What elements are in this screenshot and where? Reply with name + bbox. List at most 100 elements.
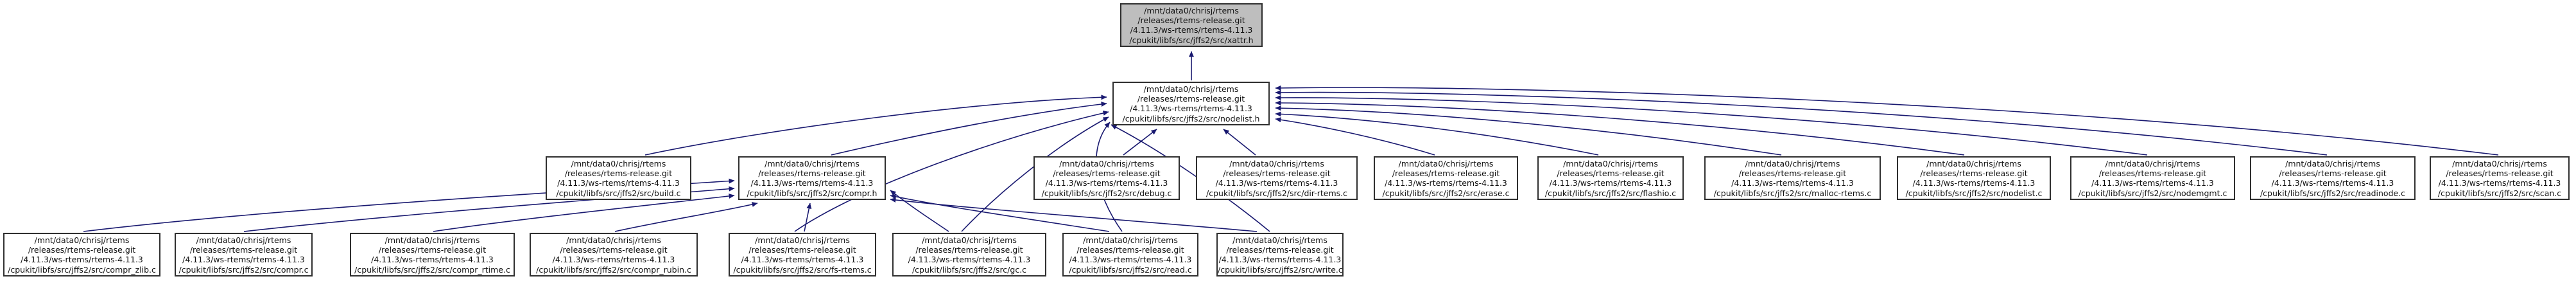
- node-path-line: /releases/rtems-release.git: [2279, 168, 2387, 179]
- node-path-line: /releases/rtems-release.git: [1137, 15, 1245, 26]
- node-path-line: /mnt/data0/chrisj/rtems: [1059, 159, 1154, 168]
- node-path-line: /mnt/data0/chrisj/rtems: [1083, 235, 1178, 245]
- node-file-line: /cpukit/libfs/src/jffs2/src/xattr.h: [1129, 35, 1254, 45]
- node-debug-c[interactable]: /mnt/data0/chrisj/rtems/releases/rtems-r…: [1033, 156, 1180, 200]
- node-dir-rtems-c[interactable]: /mnt/data0/chrisj/rtems/releases/rtems-r…: [1196, 156, 1358, 200]
- node-flashio-c[interactable]: /mnt/data0/chrisj/rtems/releases/rtems-r…: [1537, 156, 1684, 200]
- node-compr-c[interactable]: /mnt/data0/chrisj/rtems/releases/rtems-r…: [175, 233, 313, 276]
- node-write-c[interactable]: /mnt/data0/chrisj/rtems/releases/rtems-r…: [1216, 233, 1344, 276]
- node-file-line: /cpukit/libfs/src/jffs2/src/nodelist.c: [1905, 188, 2043, 198]
- node-build-c[interactable]: /mnt/data0/chrisj/rtems/releases/rtems-r…: [546, 156, 691, 200]
- node-path-line: /4.11.3/ws-rtems/rtems-4.11.3: [1069, 255, 1192, 265]
- node-path-line: /4.11.3/ws-rtems/rtems-4.11.3: [1549, 178, 1672, 188]
- node-path-line: /releases/rtems-release.git: [1223, 168, 1331, 179]
- node-path-line: /mnt/data0/chrisj/rtems: [1745, 159, 1840, 168]
- node-path-line: /4.11.3/ws-rtems/rtems-4.11.3: [1912, 178, 2036, 188]
- node-path-line: /4.11.3/ws-rtems/rtems-4.11.3: [371, 255, 494, 265]
- edge-gc-c-to-nodelist-h: [961, 116, 1109, 232]
- node-file-line: /cpukit/libfs/src/jffs2/src/write.c: [1218, 264, 1343, 275]
- node-path-line: /mnt/data0/chrisj/rtems: [566, 235, 661, 245]
- node-path-line: /4.11.3/ws-rtems/rtems-4.11.3: [741, 255, 864, 265]
- node-path-line: /releases/rtems-release.git: [189, 245, 298, 255]
- node-nodemgmt-c[interactable]: /mnt/data0/chrisj/rtems/releases/rtems-r…: [2070, 156, 2235, 200]
- node-path-line: /4.11.3/ws-rtems/rtems-4.11.3: [2091, 178, 2214, 188]
- edge-build-c-to-nodelist-h: [644, 95, 1107, 156]
- edge-fs-rtems-c-to-compr-h: [804, 203, 812, 232]
- node-path-line: /releases/rtems-release.git: [1738, 168, 1847, 179]
- node-compr-zlib-c[interactable]: /mnt/data0/chrisj/rtems/releases/rtems-r…: [3, 233, 160, 276]
- edge-fs-rtems-c-to-nodelist-h: [794, 110, 1109, 232]
- node-nodelist-h[interactable]: /mnt/data0/chrisj/rtems/releases/rtems-r…: [1112, 82, 1270, 125]
- node-file-line: /cpukit/libfs/src/jffs2/src/readinode.c: [2260, 188, 2406, 198]
- node-path-line: /mnt/data0/chrisj/rtems: [1144, 6, 1239, 15]
- node-path-line: /releases/rtems-release.git: [378, 245, 487, 255]
- node-erase-c[interactable]: /mnt/data0/chrisj/rtems/releases/rtems-r…: [1374, 156, 1518, 200]
- node-path-line: /mnt/data0/chrisj/rtems: [1563, 159, 1658, 168]
- node-malloc-rtems-c[interactable]: /mnt/data0/chrisj/rtems/releases/rtems-r…: [1704, 156, 1881, 200]
- node-path-line: /mnt/data0/chrisj/rtems: [2105, 159, 2200, 168]
- node-path-line: /releases/rtems-release.git: [1076, 245, 1184, 255]
- node-nodelist-c[interactable]: /mnt/data0/chrisj/rtems/releases/rtems-r…: [1897, 156, 2051, 200]
- node-path-line: /mnt/data0/chrisj/rtems: [755, 235, 850, 245]
- edge-readinode-c-to-nodelist-h: [1275, 89, 2328, 156]
- edge-gc-c-to-compr-h: [890, 190, 949, 232]
- node-path-line: /4.11.3/ws-rtems/rtems-4.11.3: [1215, 178, 1338, 188]
- node-path-line: /releases/rtems-release.git: [1920, 168, 2028, 179]
- node-path-line: /mnt/data0/chrisj/rtems: [1143, 84, 1239, 94]
- node-path-line: /4.11.3/ws-rtems/rtems-4.11.3: [1218, 255, 1342, 265]
- node-file-line: /cpukit/libfs/src/jffs2/src/scan.c: [2437, 188, 2562, 198]
- edge-debug-c-to-nodelist-h: [1123, 129, 1157, 156]
- node-path-line: /4.11.3/ws-rtems/rtems-4.11.3: [1731, 178, 1854, 188]
- node-fs-rtems-c[interactable]: /mnt/data0/chrisj/rtems/releases/rtems-r…: [729, 233, 876, 276]
- edge-dir-rtems-c-to-nodelist-h: [1223, 129, 1256, 156]
- node-compr-h[interactable]: /mnt/data0/chrisj/rtems/releases/rtems-r…: [738, 156, 886, 200]
- node-file-line: /cpukit/libfs/src/jffs2/src/compr.c: [178, 264, 309, 275]
- node-readinode-c[interactable]: /mnt/data0/chrisj/rtems/releases/rtems-r…: [2250, 156, 2416, 200]
- node-file-line: /cpukit/libfs/src/jffs2/src/malloc-rtems…: [1713, 188, 1872, 198]
- node-file-line: /cpukit/libfs/src/jffs2/src/compr.h: [747, 188, 877, 198]
- node-file-line: /cpukit/libfs/src/jffs2/src/nodelist.h: [1122, 113, 1260, 123]
- node-path-line: /4.11.3/ws-rtems/rtems-4.11.3: [750, 178, 874, 188]
- edge-flashio-c-to-nodelist-h: [1275, 111, 1599, 156]
- edge-read-c-to-compr-h: [890, 194, 1110, 232]
- node-file-line: /cpukit/libfs/src/jffs2/src/gc.c: [912, 264, 1027, 275]
- node-path-line: /mnt/data0/chrisj/rtems: [196, 235, 291, 245]
- node-path-line: /mnt/data0/chrisj/rtems: [765, 159, 860, 168]
- node-read-c[interactable]: /mnt/data0/chrisj/rtems/releases/rtems-r…: [1062, 233, 1198, 276]
- node-scan-c[interactable]: /mnt/data0/chrisj/rtems/releases/rtems-r…: [2430, 156, 2570, 200]
- node-file-line: /cpukit/libfs/src/jffs2/src/read.c: [1069, 264, 1192, 275]
- node-path-line: /mnt/data0/chrisj/rtems: [1398, 159, 1494, 168]
- node-file-line: /cpukit/libfs/src/jffs2/src/erase.c: [1382, 188, 1510, 198]
- edge-erase-c-to-nodelist-h: [1275, 117, 1435, 156]
- node-path-line: /4.11.3/ws-rtems/rtems-4.11.3: [1130, 25, 1253, 35]
- edge-malloc-rtems-c-to-nodelist-h: [1275, 105, 1782, 156]
- node-path-line: /releases/rtems-release.git: [758, 168, 866, 179]
- node-path-line: /releases/rtems-release.git: [1557, 168, 1664, 179]
- node-file-line: /cpukit/libfs/src/jffs2/src/build.c: [556, 188, 681, 198]
- node-compr-rubin-c[interactable]: /mnt/data0/chrisj/rtems/releases/rtems-r…: [530, 233, 698, 276]
- node-file-line: /cpukit/libfs/src/jffs2/src/nodemgmt.c: [2078, 188, 2227, 198]
- node-path-line: /4.11.3/ws-rtems/rtems-4.11.3: [908, 255, 1031, 265]
- node-file-line: /cpukit/libfs/src/jffs2/src/compr_zlib.c: [8, 264, 156, 275]
- node-path-line: /4.11.3/ws-rtems/rtems-4.11.3: [552, 255, 675, 265]
- node-gc-c[interactable]: /mnt/data0/chrisj/rtems/releases/rtems-r…: [892, 233, 1046, 276]
- node-path-line: /releases/rtems-release.git: [28, 245, 136, 255]
- node-path-line: /mnt/data0/chrisj/rtems: [1232, 235, 1327, 245]
- node-file-line: /cpukit/libfs/src/jffs2/src/fs-rtems.c: [733, 264, 872, 275]
- node-xattr-h[interactable]: /mnt/data0/chrisj/rtems/releases/rtems-r…: [1120, 3, 1263, 47]
- node-path-line: /4.11.3/ws-rtems/rtems-4.11.3: [21, 255, 143, 265]
- edge-scan-c-to-nodelist-h: [1275, 85, 2499, 156]
- edge-write-c-to-nodelist-h: [1111, 124, 1270, 232]
- node-path-line: /mnt/data0/chrisj/rtems: [922, 235, 1017, 245]
- node-path-line: /mnt/data0/chrisj/rtems: [34, 235, 130, 245]
- edge-write-c-to-compr-h: [890, 197, 1258, 232]
- edge-nodemgmt-c-to-nodelist-h: [1275, 95, 2148, 156]
- node-compr-rtime-c[interactable]: /mnt/data0/chrisj/rtems/releases/rtems-r…: [350, 233, 515, 276]
- node-path-line: /mnt/data0/chrisj/rtems: [571, 159, 666, 168]
- node-path-line: /mnt/data0/chrisj/rtems: [1926, 159, 2021, 168]
- node-path-line: /4.11.3/ws-rtems/rtems-4.11.3: [1130, 104, 1252, 114]
- edge-compr-rtime-c-to-compr-h: [433, 193, 735, 232]
- node-path-line: /releases/rtems-release.git: [1053, 168, 1161, 179]
- node-path-line: /releases/rtems-release.git: [915, 245, 1023, 255]
